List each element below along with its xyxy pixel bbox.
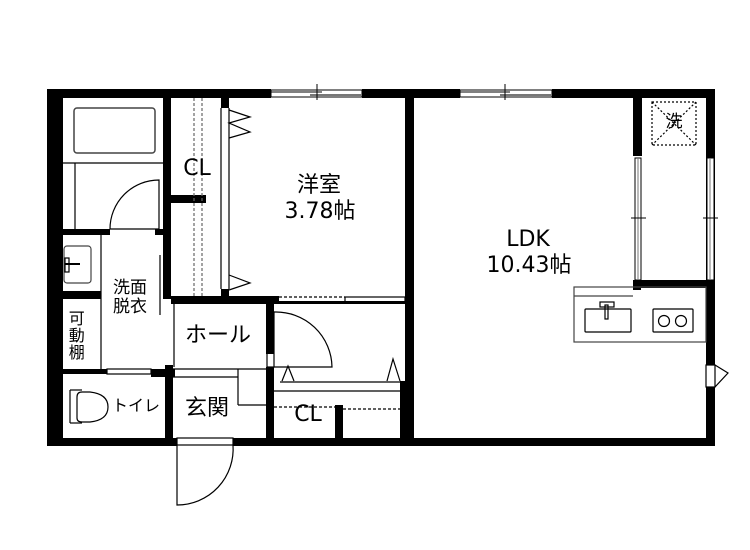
fixtures xyxy=(63,98,729,506)
stove xyxy=(652,308,694,333)
outer-walls xyxy=(47,89,715,446)
closet-lower-label: CL xyxy=(294,402,322,427)
ldk-area: 10.43帖 xyxy=(486,253,572,278)
washing-machine-pan xyxy=(651,101,697,146)
wash-basin xyxy=(63,245,92,284)
movable-shelf-label: 可動棚 xyxy=(65,309,85,361)
hall-label: ホール xyxy=(184,323,251,348)
bathroom-door-swing xyxy=(109,179,160,230)
ldk-name: LDK xyxy=(506,227,550,252)
closet-upper-label: CL xyxy=(183,156,211,181)
bathtub xyxy=(73,107,156,154)
washer-space-label: 洗 xyxy=(665,112,683,132)
western-room-area: 3.78帖 xyxy=(284,199,356,224)
western-room-name: 洋室 xyxy=(296,173,341,198)
entrance-door-swing xyxy=(176,444,234,506)
hall-door-swing xyxy=(273,311,333,368)
entrance-label: 玄関 xyxy=(184,396,229,421)
kitchen-counter xyxy=(573,286,707,343)
toilet-label: トイレ xyxy=(111,396,160,415)
windows xyxy=(270,84,718,281)
toilet-bowl xyxy=(76,391,109,423)
washroom-label-line2: 脱衣 xyxy=(113,297,147,317)
interior-walls xyxy=(63,89,715,446)
washroom-label-line1: 洗面 xyxy=(113,278,147,298)
